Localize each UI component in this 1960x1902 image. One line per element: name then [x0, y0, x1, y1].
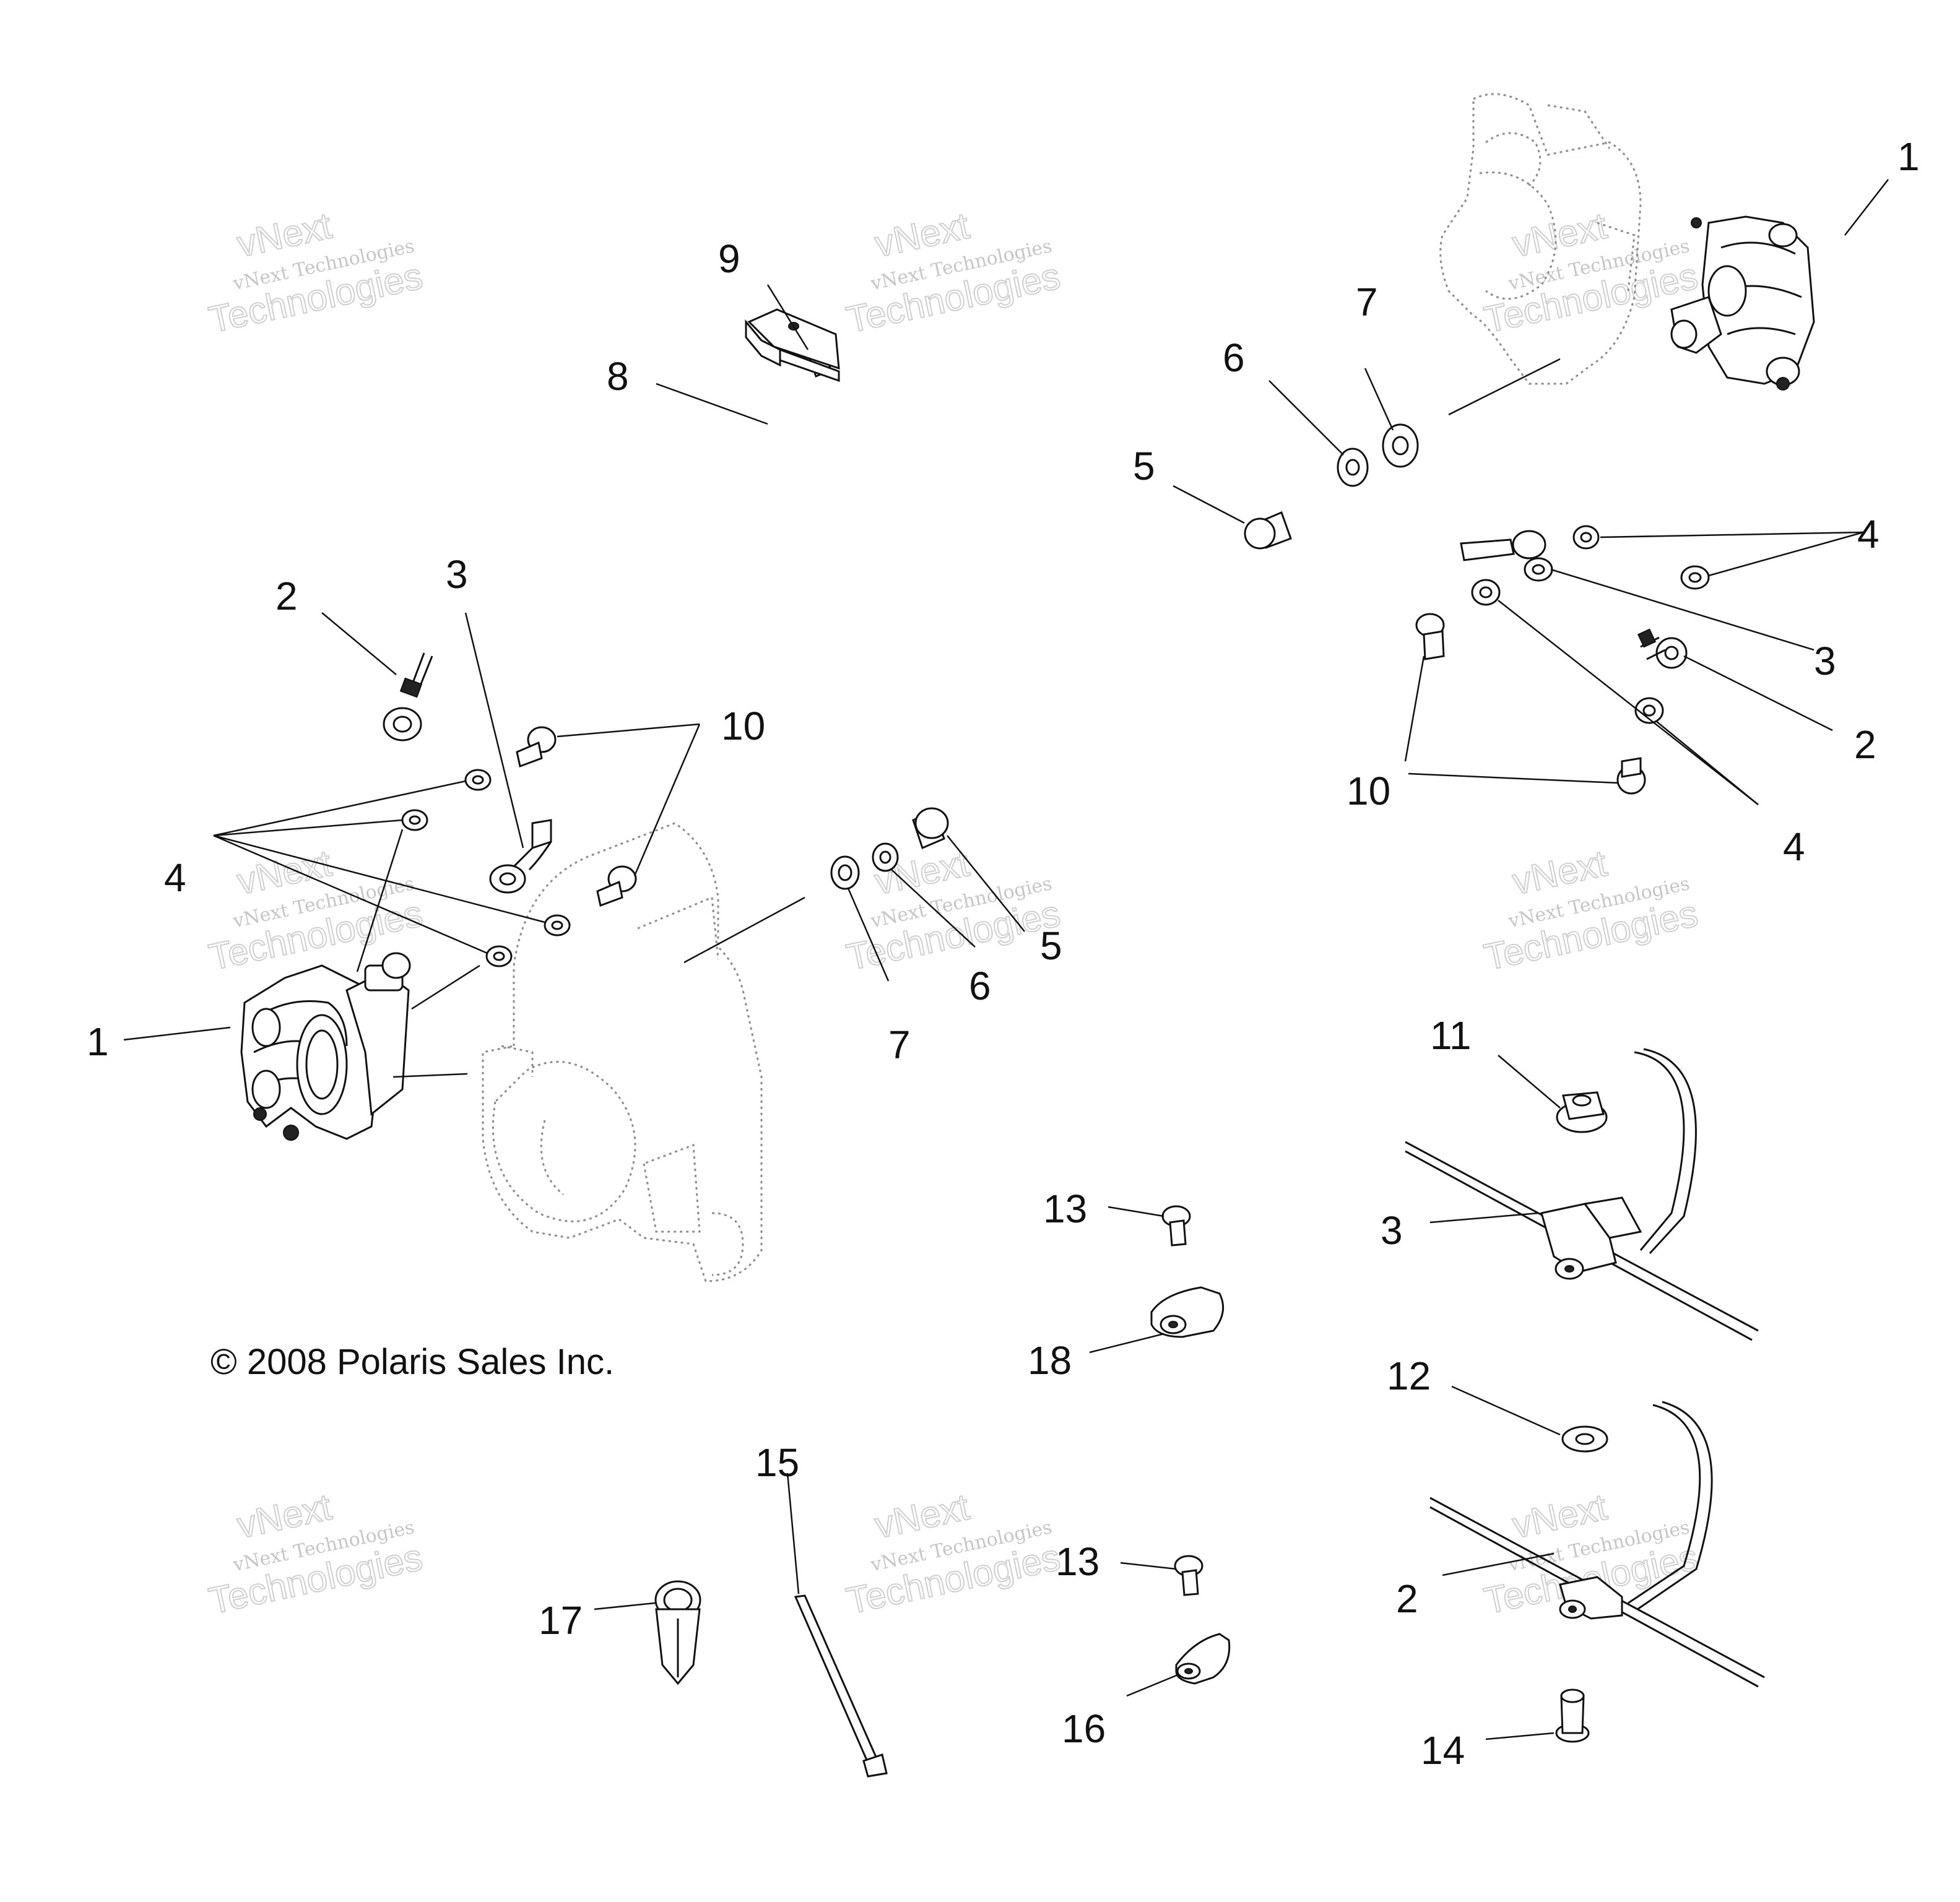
callout-18: 18 — [1028, 1338, 1072, 1383]
bolt-left-10b — [596, 865, 637, 907]
callout-labels: 1 1 2 2 2 3 3 3 4 4 4 5 5 6 6 7 7 8 9 10… — [87, 134, 1920, 1773]
banjo-bolt-right-2 — [1637, 628, 1688, 669]
callout-14: 14 — [1421, 1728, 1465, 1773]
callout-4-right-bottom: 4 — [1783, 824, 1805, 869]
bolt-right-10b — [1616, 757, 1646, 795]
watermarks: vNext vNext Technologies Technologies vN… — [205, 204, 1702, 1623]
screw-13-bottom — [1174, 1555, 1203, 1596]
washers-left-4 — [401, 769, 571, 967]
bolt-right-5 — [1244, 511, 1292, 550]
banjo-fitting-left-3 — [489, 819, 552, 894]
callout-5-left: 5 — [1040, 923, 1062, 968]
callout-6-left: 6 — [969, 964, 991, 1008]
washer-12 — [1561, 1425, 1608, 1453]
cable-clip-16 — [1175, 1633, 1231, 1685]
watermark: vNext vNext Technologies Technologies — [1480, 842, 1702, 979]
brake-caliper-left — [240, 952, 411, 1141]
bolt-right-10a — [1415, 613, 1445, 660]
bolt-left-10a — [516, 726, 557, 768]
pin-14 — [1555, 1688, 1590, 1743]
leader-lines — [123, 179, 1889, 1740]
callout-11: 11 — [1430, 1013, 1471, 1058]
callout-1-left: 1 — [87, 1019, 109, 1064]
callout-4-left: 4 — [164, 855, 186, 900]
watermark: vNext vNext Technologies Technologies — [205, 204, 427, 342]
callout-3-left: 3 — [446, 552, 468, 597]
brake-line-clamp-2 — [1429, 1401, 1765, 1688]
banjo-bolt-left-2 — [383, 652, 433, 741]
washer-left-7 — [830, 855, 860, 890]
watermark: vNext vNext Technologies Technologies — [843, 1485, 1065, 1623]
callout-17: 17 — [539, 1598, 583, 1643]
callout-9: 9 — [718, 236, 740, 281]
callout-5-right: 5 — [1133, 444, 1155, 488]
callout-15: 15 — [755, 1440, 799, 1485]
washer-left-6 — [872, 842, 899, 872]
watermark: vNext vNext Technologies Technologies — [843, 842, 1065, 979]
callout-3-clamp: 3 — [1381, 1208, 1403, 1253]
callout-8: 8 — [607, 354, 629, 399]
callout-13-top: 13 — [1043, 1187, 1087, 1231]
brake-line-clamp-3 — [1405, 1048, 1759, 1341]
callout-2-clamp: 2 — [1396, 1576, 1418, 1621]
brake-caliper-right — [1670, 215, 1815, 391]
screw-13-top — [1161, 1205, 1191, 1247]
callout-7-left: 7 — [888, 1022, 911, 1067]
bolt-left-5 — [912, 807, 949, 850]
callout-12: 12 — [1387, 1354, 1431, 1398]
clip-8 — [745, 308, 840, 383]
flange-nut-11 — [1556, 1091, 1608, 1133]
callout-7-right: 7 — [1356, 280, 1378, 324]
banjo-fitting-right-3 — [1460, 530, 1553, 582]
callout-6-right: 6 — [1223, 335, 1245, 380]
callout-3-right: 3 — [1814, 639, 1836, 683]
callout-2-right: 2 — [1854, 722, 1876, 767]
washer-right-7 — [1382, 423, 1419, 468]
hose-clip-17 — [654, 1580, 701, 1685]
callout-2-left: 2 — [275, 574, 298, 618]
callout-16: 16 — [1062, 1706, 1106, 1751]
knuckle-outline-left — [482, 822, 763, 1282]
cable-tie-15 — [794, 1594, 888, 1778]
copyright-notice: © 2008 Polaris Sales Inc. — [210, 1342, 614, 1382]
washers-right-4 — [1471, 525, 1710, 724]
cable-clip-18 — [1150, 1286, 1225, 1338]
knuckle-outline-right — [1439, 93, 1642, 385]
callout-10-left: 10 — [721, 704, 765, 748]
callout-4-right-top: 4 — [1857, 512, 1880, 556]
callout-13-bottom: 13 — [1056, 1539, 1099, 1584]
watermark: vNext vNext Technologies Technologies — [1480, 204, 1702, 342]
watermark: vNext vNext Technologies Technologies — [205, 1485, 427, 1623]
callout-10-right: 10 — [1346, 769, 1390, 813]
washer-right-6 — [1337, 447, 1369, 487]
callout-1-right: 1 — [1897, 134, 1920, 179]
watermark: vNext vNext Technologies Technologies — [843, 204, 1065, 342]
